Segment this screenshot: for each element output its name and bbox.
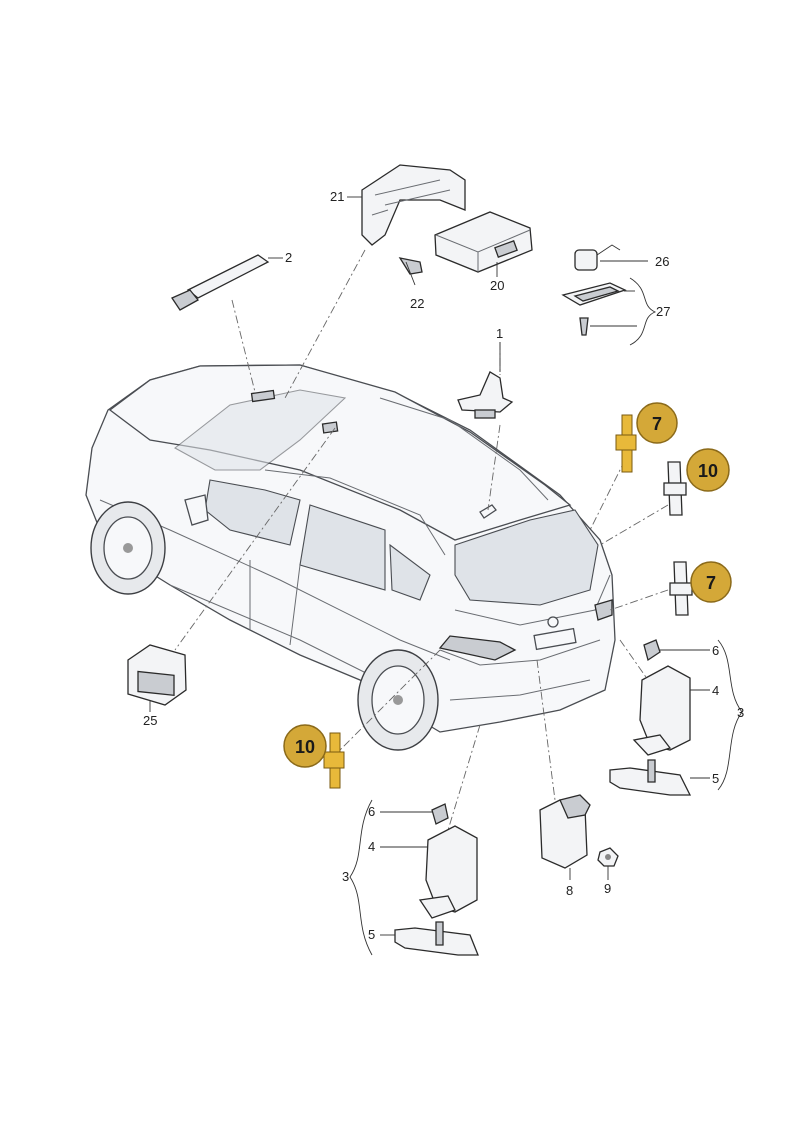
module-8: [539, 794, 591, 880]
dashed-leaders: [174, 249, 669, 841]
label-5-right: 5: [712, 771, 719, 786]
badge-10-left: 10: [283, 724, 327, 768]
svg-text:7: 7: [652, 414, 662, 434]
label-6-bottom: 6: [368, 804, 375, 819]
roof-antenna-1: [457, 342, 514, 419]
switch-module-25: [127, 644, 187, 712]
label-5-bottom: 5: [368, 927, 375, 942]
control-unit-20: [434, 211, 533, 273]
highlighted-clip-7-top: [615, 414, 637, 473]
label-21: 21: [330, 189, 344, 204]
label-25: 25: [143, 713, 157, 728]
label-26: 26: [655, 254, 669, 269]
connector-26: [574, 244, 648, 271]
clip-7-right: [669, 561, 693, 616]
label-4-right: 4: [712, 683, 719, 698]
badge-7-right: 7: [690, 561, 732, 603]
badge-10-top: 10: [686, 448, 730, 492]
bracket-21: [361, 164, 466, 246]
light-module-27: [561, 277, 657, 346]
vehicle-illustration: [85, 364, 616, 751]
rear-wheel: [357, 649, 439, 751]
label-2: 2: [285, 250, 292, 265]
label-3-right: 3: [737, 705, 744, 720]
label-3-bottom: 3: [342, 869, 349, 884]
label-6-right: 6: [712, 643, 719, 658]
label-4-bottom: 4: [368, 839, 375, 854]
label-8: 8: [566, 883, 573, 898]
clip-10-top: [663, 461, 687, 516]
label-22: 22: [410, 296, 424, 311]
bracket-group-bottom: [349, 799, 479, 956]
svg-text:10: 10: [295, 737, 315, 757]
label-27: 27: [656, 304, 670, 319]
label-1: 1: [496, 326, 503, 341]
screw-22: [398, 257, 423, 286]
antenna-strip-2: [171, 254, 283, 311]
label-20: 20: [490, 278, 504, 293]
front-wheel: [90, 501, 166, 595]
highlighted-clip-10-left: [323, 732, 345, 789]
badge-7-top: 7: [636, 402, 678, 444]
nut-9: [597, 847, 619, 880]
bracket-group-right: [609, 639, 743, 796]
part-labels: 21 2 22 20 26 27 1 25 6 4 3 5 6 4 3 5 8 …: [143, 189, 744, 942]
svg-text:7: 7: [706, 573, 716, 593]
label-9: 9: [604, 881, 611, 896]
svg-text:10: 10: [698, 461, 718, 481]
